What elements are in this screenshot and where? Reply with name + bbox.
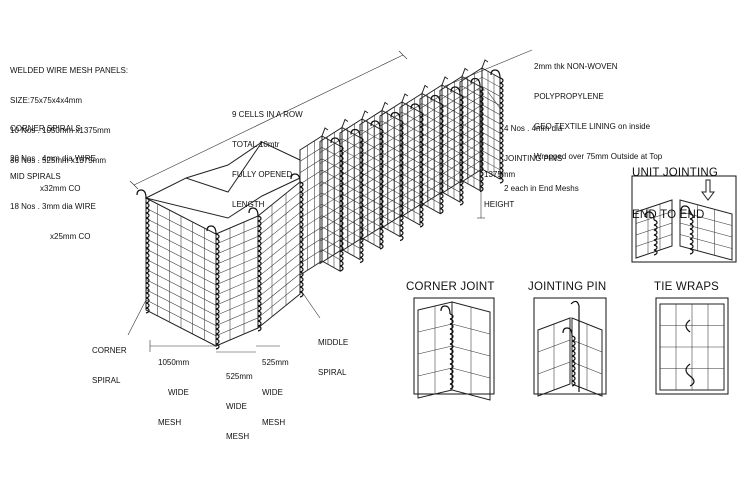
middle-spiral-coil — [350, 128, 364, 264]
cell-panel-side — [401, 101, 421, 226]
top-hook — [401, 93, 409, 103]
middle-spiral-coil — [430, 94, 444, 215]
middle-spiral-label: MIDDLE SPIRAL — [318, 338, 349, 377]
height-label: 1375mm HEIGHT — [484, 170, 516, 209]
jointing-pin-detail — [533, 297, 607, 397]
corner-spiral-coil-left — [136, 189, 150, 314]
top-hook — [441, 76, 449, 86]
jointing-pin-title: JOINTING PIN — [528, 281, 607, 293]
tie-wraps-detail — [655, 297, 729, 395]
mid-spirals-label: MID SPIRALS 18 Nos . 3mm dia WIRE x25mm … — [10, 172, 96, 241]
cells-row-label: 9 CELLS IN A ROW TOTAL 10mtr FULLY OPENE… — [232, 110, 303, 209]
detail-spiral-left — [644, 211, 658, 256]
corner-detail-mesh-right — [451, 301, 491, 401]
corner-joint-title: CORNER JOINT — [406, 281, 495, 293]
middle-spiral-coil — [410, 103, 424, 228]
corner-spiral-coil-front — [206, 225, 220, 350]
tie-wraps-title: TIE WRAPS — [654, 281, 720, 293]
jointing-pins-label: 4 Nos . 4mm dia JOINTING PINS 2 each in … — [504, 124, 579, 193]
top-hook — [321, 127, 329, 137]
front-cell-inner-rim — [185, 141, 263, 179]
unit-jointing-detail — [631, 175, 737, 263]
mesh-panel-1050 — [145, 197, 217, 347]
mesh-1050-label: 1050mm WIDE MESH — [158, 358, 190, 427]
top-hook — [421, 84, 429, 94]
tie-detail-mesh — [659, 303, 725, 391]
top-hook — [381, 101, 389, 111]
top-hook — [461, 67, 469, 77]
top-hook — [361, 110, 369, 120]
middle-spiral-coil — [490, 69, 504, 184]
mesh-525-a-label: 525mm WIDE MESH — [226, 372, 253, 441]
front-cell-rim — [144, 141, 301, 219]
mesh-panel-525-a — [215, 215, 259, 347]
middle-spiral-coil — [330, 137, 344, 272]
corner-detail-spiral — [440, 305, 454, 390]
unit-jointing-title: UNIT JOINTING END TO END — [632, 167, 719, 221]
top-hook — [341, 118, 349, 128]
direction-arrow-icon — [701, 179, 715, 201]
length-dimension-line — [129, 50, 408, 190]
middle-spiral-coil — [470, 77, 484, 193]
detail-spiral-right — [680, 205, 694, 255]
mesh-525-b-label: 525mm WIDE MESH — [262, 358, 289, 427]
corner-spiral-coil-right — [290, 173, 304, 298]
geotextile-label: 2mm thk NON-WOVEN POLYPROPYLENE GEO-TEXT… — [534, 62, 663, 161]
cell-panel-side — [441, 84, 461, 203]
middle-spiral-coil-front — [248, 207, 262, 332]
corner-spirals-label: CORNER SPIRALS 20 Nos . 4mm dia WIRE x32… — [10, 124, 96, 193]
top-hook — [481, 59, 489, 69]
panels-spec-label: WELDED WIRE MESH PANELS: SIZE:75x75x4x4m… — [10, 66, 129, 165]
cell-panel-side — [321, 135, 341, 272]
pin-detail-spiral — [562, 327, 576, 387]
bottom-leaders — [127, 291, 321, 353]
pin-detail-mesh-left — [537, 317, 571, 397]
middle-spiral-coil — [450, 86, 464, 206]
corner-spiral-label: CORNER SPIRAL — [92, 346, 127, 385]
corner-joint-detail — [413, 297, 495, 401]
geotextile-leader — [444, 49, 533, 87]
mesh-cell-row — [299, 59, 504, 276]
middle-spiral-coil — [370, 120, 384, 250]
cell-panel-side — [341, 126, 361, 261]
jointing-pin-icon — [570, 300, 580, 392]
pin-detail-mesh-right — [571, 317, 603, 397]
middle-spiral-coil — [390, 111, 404, 242]
tie-wrap-icon — [685, 319, 695, 387]
detail-mesh-right — [679, 199, 733, 261]
